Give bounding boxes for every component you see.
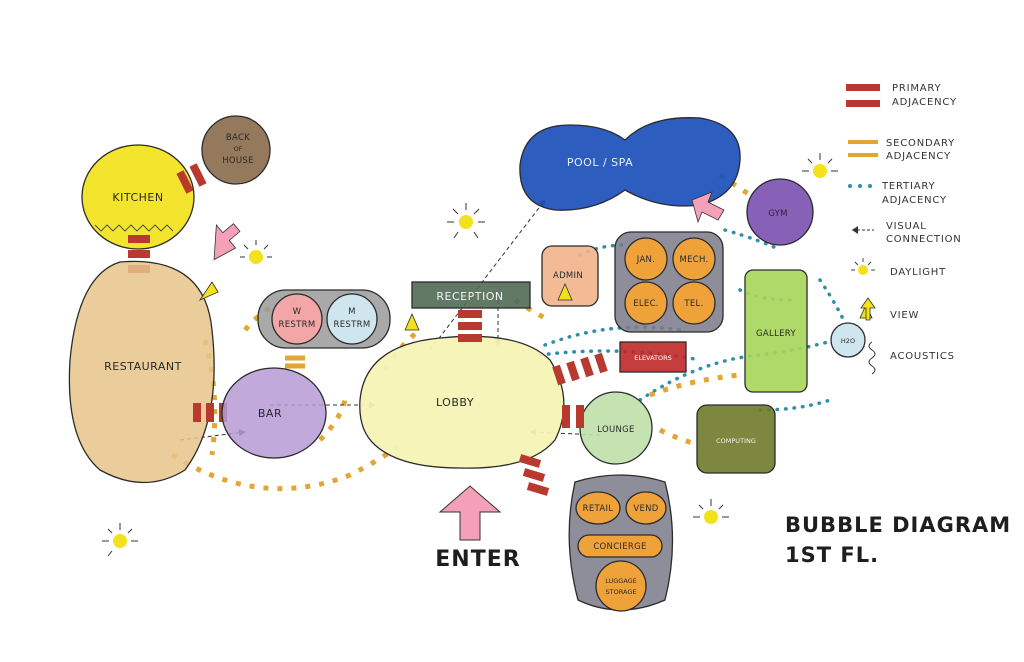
legend-secondary-label-1: SECONDARY — [886, 138, 955, 149]
acoustics-icon — [868, 341, 876, 375]
admin-bubble: ADMIN — [541, 245, 599, 307]
legend-daylight: DAYLIGHT — [851, 258, 946, 278]
elevators-label: ELEVATORS — [634, 354, 672, 362]
pink-arrow-icon — [213, 223, 241, 261]
m-restroom-label-2: RESTRM — [334, 320, 371, 330]
view-arrows — [213, 191, 725, 261]
retail-label: RETAIL — [583, 504, 614, 514]
kitchen-label: KITCHEN — [112, 191, 163, 204]
legend-tertiary: TERTIARY ADJACENCY — [848, 181, 947, 206]
legend-secondary: SECONDARY ADJACENCY — [848, 138, 955, 162]
title-line-2: 1ST FL. — [785, 543, 879, 567]
sun-icon — [240, 240, 272, 264]
sun-icon — [102, 523, 138, 557]
primary-adjacency-lobby-lounge — [562, 405, 584, 428]
legend-primary: PRIMARY ADJACENCY — [846, 83, 957, 108]
h2o-bubble: H2O — [830, 322, 866, 358]
legend-daylight-label: DAYLIGHT — [890, 267, 946, 278]
legend-acoustics: ACOUSTICS — [868, 341, 955, 375]
legend-visual-label-1: VISUAL — [886, 221, 927, 232]
primary-adjacency-reception-lobby — [458, 310, 482, 342]
gallery-bubble: GALLERY — [744, 269, 808, 393]
lobby-label: LOBBY — [436, 396, 474, 409]
w-restroom-label-2: RESTRM — [279, 320, 316, 330]
back-of-house-bubble: BACK OF HOUSE — [201, 115, 271, 185]
daylight-icons — [102, 153, 838, 557]
sun-icon — [447, 203, 485, 239]
h2o-label: H2O — [841, 337, 855, 345]
sun-icon — [851, 258, 875, 275]
luggage-storage-label-1: LUGGAGE — [605, 577, 637, 585]
secondary-adjacency-restroom-bar — [285, 355, 305, 369]
luggage-storage-label-2: STORAGE — [606, 588, 637, 596]
vend-label: VEND — [633, 504, 658, 514]
service-rooms-group: JAN. MECH. ELEC. TEL. — [614, 231, 724, 333]
bar-label: BAR — [258, 407, 282, 420]
restaurant-bubble: RESTAURANT — [68, 260, 215, 484]
sun-icon — [802, 153, 838, 178]
legend: PRIMARY ADJACENCY SECONDARY ADJACENCY TE… — [846, 83, 962, 375]
gym-label: GYM — [768, 209, 788, 219]
reception-bubble: RECEPTION — [411, 281, 531, 309]
back-of-house-label-2: OF — [234, 145, 243, 153]
legend-secondary-label-2: ADJACENCY — [886, 151, 951, 162]
gym-bubble: GYM — [746, 178, 814, 246]
view-arrow-icon — [860, 297, 876, 321]
primary-adjacency-lobby-elevators — [552, 352, 608, 386]
lounge-label: LOUNGE — [597, 425, 634, 435]
m-restroom-label-1: M — [348, 307, 356, 317]
restroom-group: W RESTRM M RESTRM — [257, 289, 391, 349]
computing-label: COMPUTING — [716, 437, 756, 445]
elevators-bubble: ELEVATORS — [619, 341, 687, 373]
legend-visual: VISUAL CONNECTION — [852, 221, 962, 245]
retail-group: RETAIL VEND CONCIERGE LUGGAGE STORAGE — [568, 474, 674, 612]
lounge-bubble: LOUNGE — [579, 391, 653, 465]
legend-tertiary-label-1: TERTIARY — [881, 181, 935, 192]
jan-label: JAN. — [636, 255, 655, 265]
restaurant-label: RESTAURANT — [104, 360, 182, 373]
title-line-1: BUBBLE DIAGRAM — [785, 513, 1011, 537]
reception-label: RECEPTION — [436, 290, 503, 303]
w-restroom-label-1: W — [293, 307, 302, 317]
legend-primary-label-1: PRIMARY — [892, 83, 942, 94]
legend-primary-label-2: ADJACENCY — [892, 97, 957, 108]
tel-label: TEL. — [683, 299, 703, 309]
kitchen-bubble: KITCHEN — [81, 144, 195, 250]
primary-adjacency-restaurant-bar — [193, 403, 227, 422]
admin-label: ADMIN — [553, 271, 583, 281]
computing-bubble: COMPUTING — [696, 404, 776, 474]
lobby-bubble: LOBBY — [359, 335, 565, 469]
legend-tertiary-label-2: ADJACENCY — [882, 195, 947, 206]
sun-icon — [693, 499, 729, 524]
mech-label: MECH. — [679, 255, 708, 265]
diagram-title: BUBBLE DIAGRAM 1ST FL. — [785, 513, 1011, 567]
pink-arrow-icon — [691, 191, 725, 224]
elec-label: ELEC. — [633, 299, 659, 309]
pool-spa-bubble: POOL / SPA — [519, 117, 741, 211]
concierge-label: CONCIERGE — [593, 542, 646, 552]
bar-bubble: BAR — [221, 367, 327, 459]
primary-adjacency-kitchen-boh — [176, 163, 207, 194]
legend-visual-label-2: CONNECTION — [886, 234, 962, 245]
back-of-house-label-1: BACK — [226, 133, 250, 143]
gallery-label: GALLERY — [756, 329, 796, 339]
enter-label: ENTER — [435, 547, 520, 572]
back-of-house-label-3: HOUSE — [222, 156, 254, 166]
legend-view-label: VIEW — [890, 310, 919, 321]
primary-adjacency-lobby-retail — [518, 454, 550, 496]
legend-acoustics-label: ACOUSTICS — [890, 351, 955, 362]
entry-arrow: ENTER — [435, 485, 520, 572]
pool-spa-label: POOL / SPA — [567, 156, 633, 169]
legend-view: VIEW — [860, 297, 919, 321]
